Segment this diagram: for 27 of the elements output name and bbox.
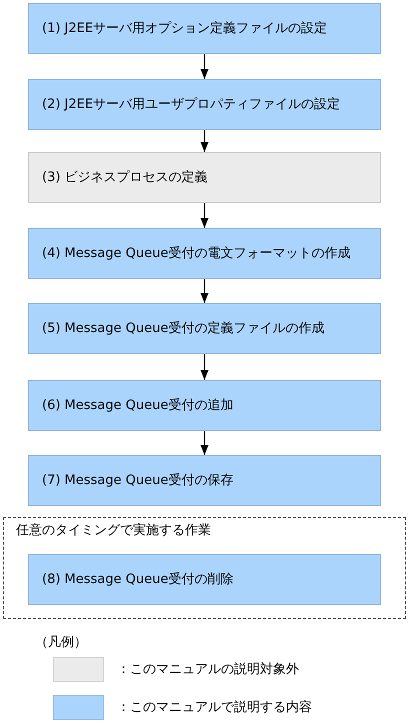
group-heading: 任意のタイミングで実施する作業 [16,523,211,539]
flow-arrow [200,431,208,455]
process-step-box [28,554,381,605]
process-step-box [28,380,381,431]
flow-arrow [200,54,208,79]
process-step-box [28,455,381,506]
legend-label: ：このマニュアルの説明対象外 [117,662,299,678]
step-label: (2) J2EEサーバ用ユーザプロパティファイルの設定 [42,96,340,112]
step-label: (8) Message Queue受付の削除 [42,572,234,588]
flow-arrow [200,130,208,152]
legend-heading: （凡例） [35,635,87,651]
step-label: (6) Message Queue受付の追加 [42,398,234,414]
step-label: (3) ビジネスプロセスの定義 [42,170,208,186]
flow-arrow [200,354,208,380]
process-step-box [28,79,381,130]
dashed-group-frame [3,517,406,619]
flow-arrow [200,203,208,228]
process-step-box [28,3,381,54]
step-label: (7) Message Queue受付の保存 [42,472,234,488]
step-label: (1) J2EEサーバ用オプション定義ファイルの設定 [42,20,328,36]
legend-label: ：このマニュアルで説明する内容 [117,700,312,716]
process-step-box [28,303,381,354]
process-step-box [28,228,381,279]
step-label: (5) Message Queue受付の定義ファイルの作成 [42,320,324,336]
process-step-box [28,152,381,203]
flow-arrow [200,279,208,303]
step-label: (4) Message Queue受付の電文フォーマットの作成 [42,246,350,262]
